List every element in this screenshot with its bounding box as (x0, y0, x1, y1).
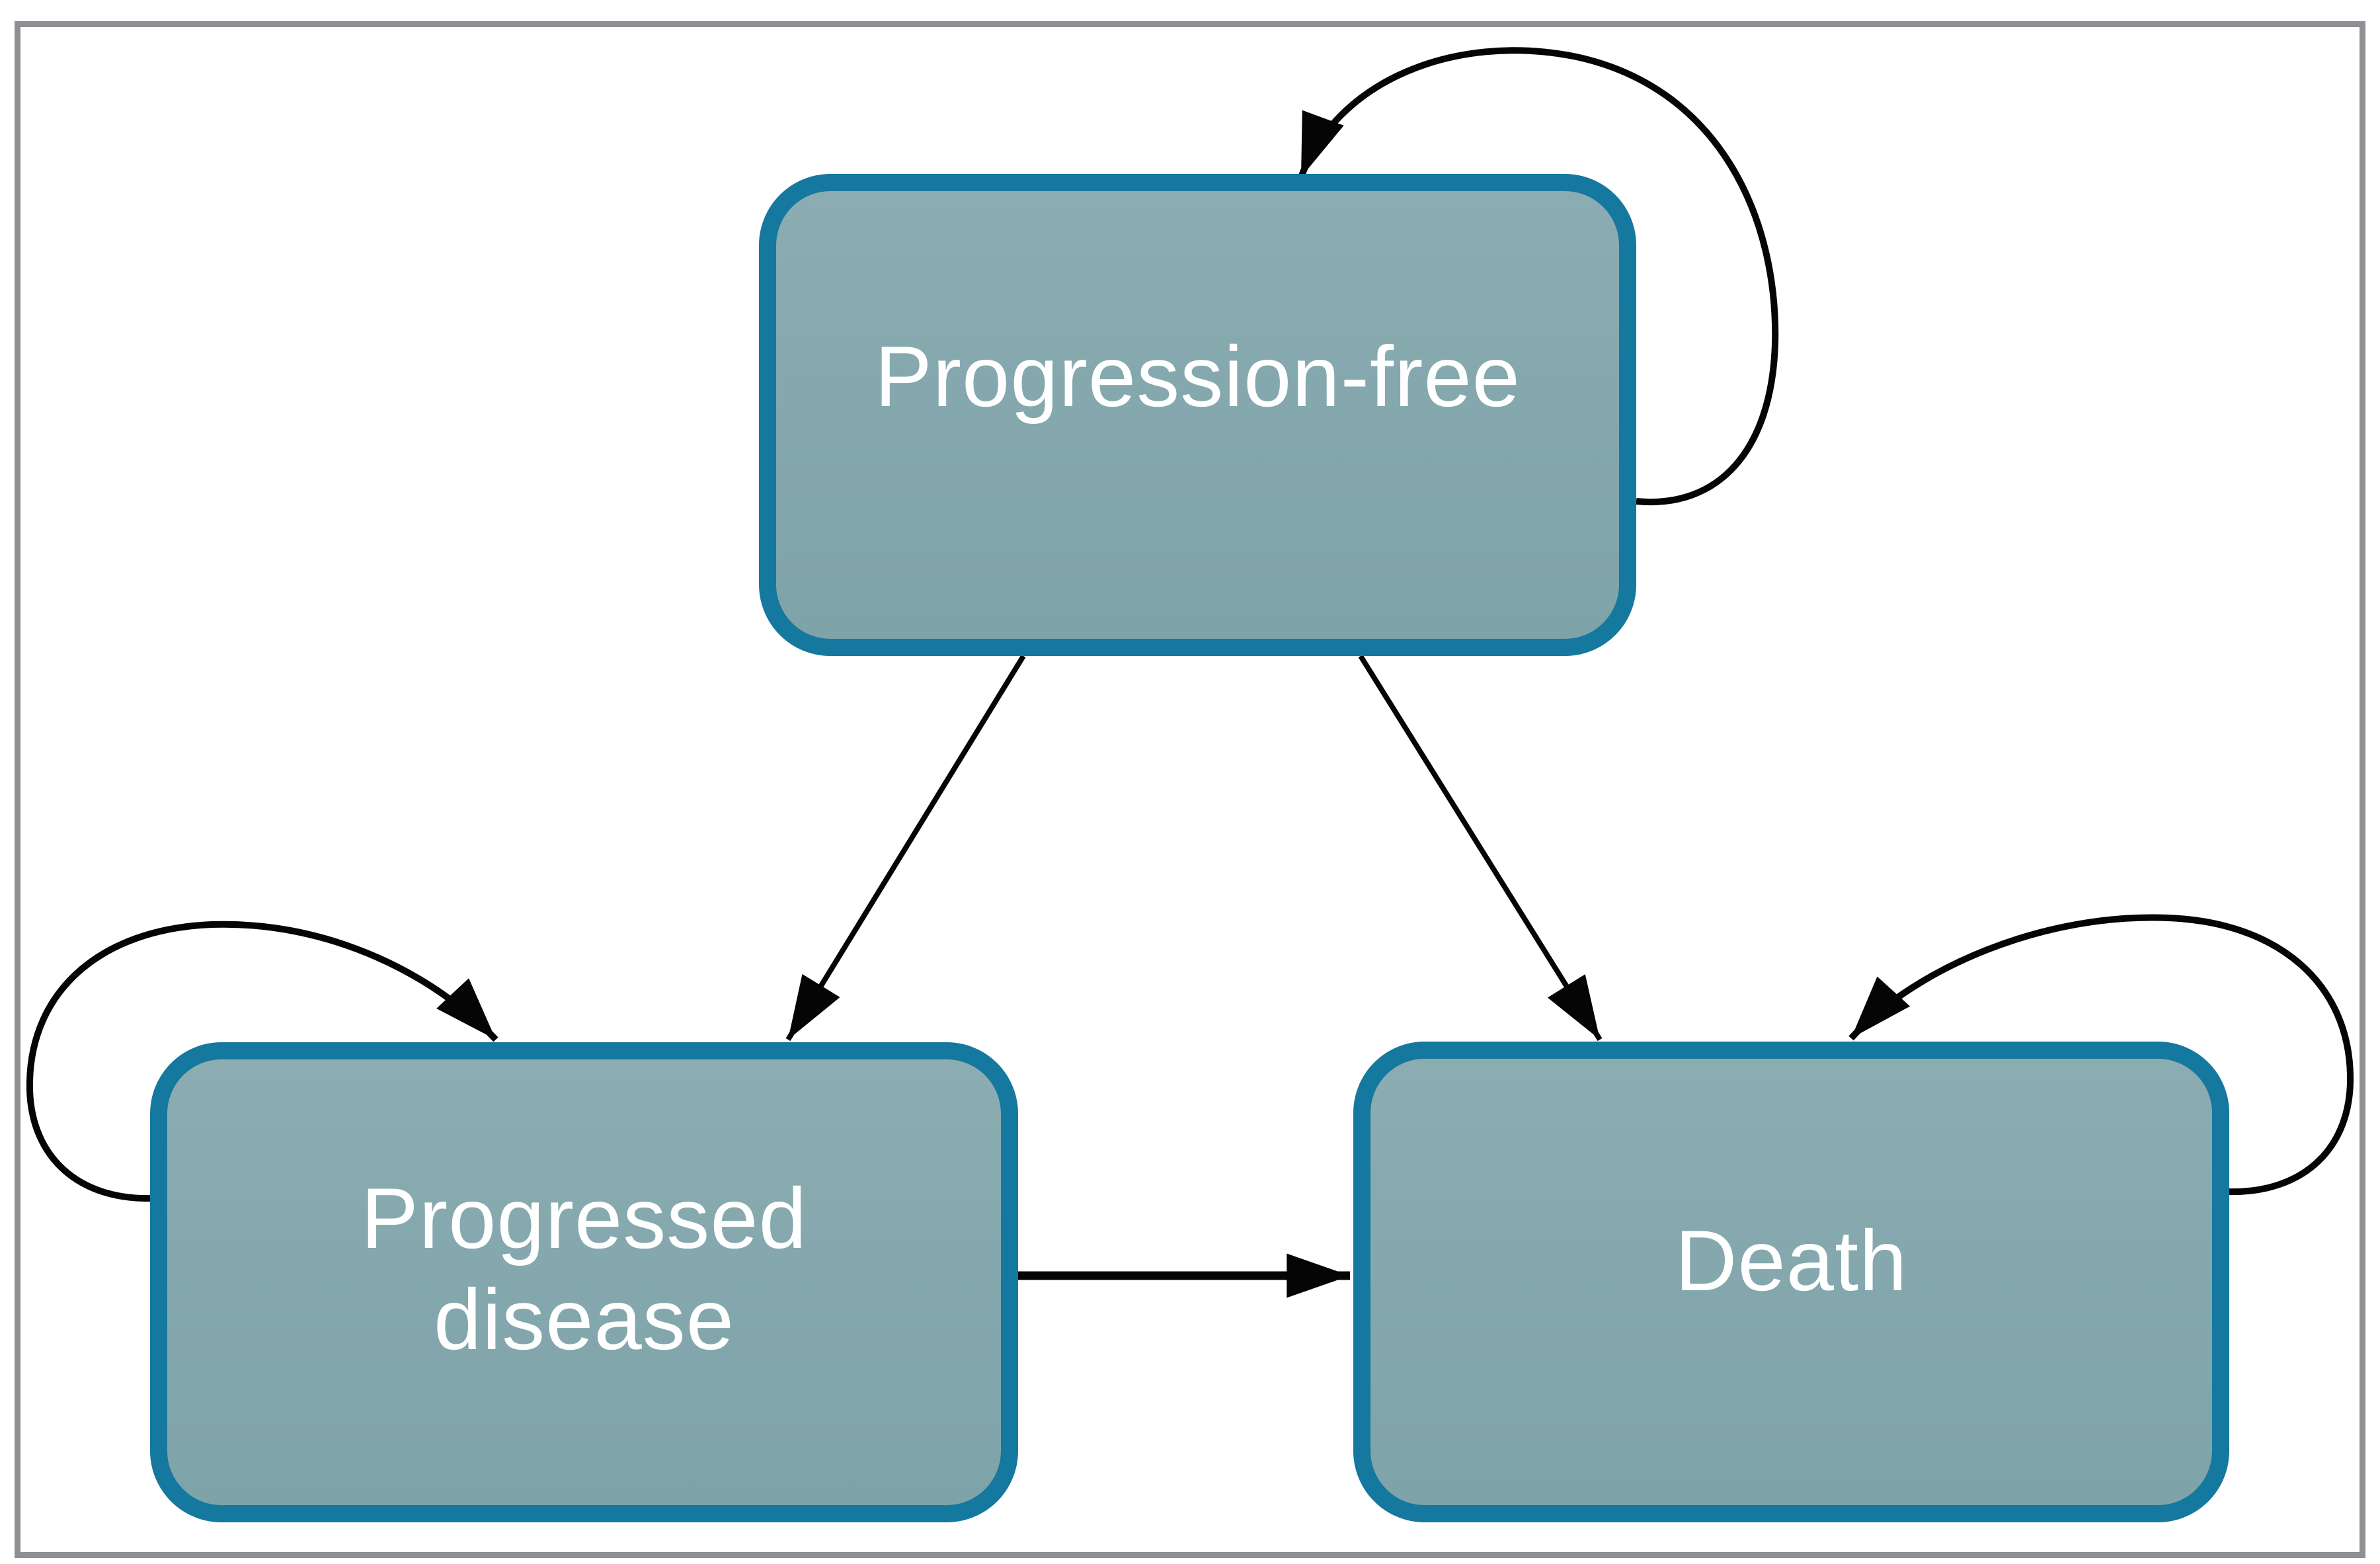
state-progression-free-label: Progression-free (875, 327, 1521, 425)
state-progression-free: Progression-free (759, 174, 1636, 656)
self-loop-progressed-disease-arrow (26, 921, 498, 1202)
arrow-progression-free-to-progressed-disease (785, 654, 1026, 1042)
self-loop-progression-free-arrow (1298, 47, 1779, 506)
outer-frame (15, 21, 2365, 1558)
arrow-progression-free-to-death (1358, 654, 1603, 1042)
state-progressed-disease: Progressed disease (150, 1042, 1018, 1522)
state-death: Death (1353, 1042, 2229, 1522)
state-death-label: Death (1675, 1212, 1908, 1309)
self-loop-death-arrow (1848, 914, 2354, 1196)
state-progressed-disease-label: Progressed disease (361, 1169, 807, 1368)
